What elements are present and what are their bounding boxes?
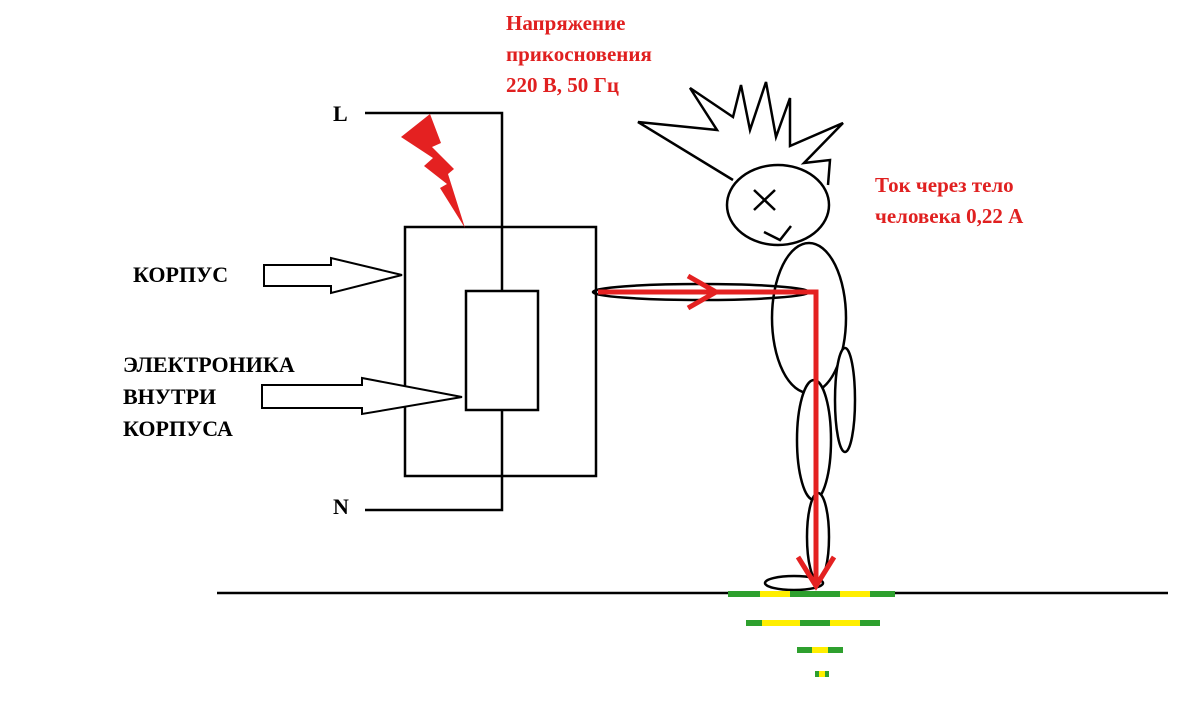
ground-symbol-icon xyxy=(728,591,895,677)
body-current-label: Ток через тело человека 0,22 А xyxy=(875,170,1023,232)
head xyxy=(725,163,831,247)
body-current-line-2: человека 0,22 А xyxy=(875,204,1024,228)
electronics-label-line-3: КОРПУСА xyxy=(123,416,233,441)
housing-box xyxy=(403,225,598,478)
body-current-line-1: Ток через тело xyxy=(875,173,1014,197)
neutral-label: N xyxy=(333,494,349,519)
electronics-label-line-2: ВНУТРИ xyxy=(123,384,217,409)
x-eye-stroke xyxy=(753,189,776,211)
back-arm xyxy=(833,346,857,454)
touch-voltage-line-2: прикосновения xyxy=(506,42,652,66)
touch-voltage-line-3: 220 В, 50 Гц xyxy=(506,73,619,97)
ground-arrow-icon xyxy=(795,555,837,591)
electronics-label: ЭЛЕКТРОНИКА ВНУТРИ КОРПУСА xyxy=(123,349,295,445)
hair-spikes xyxy=(637,81,844,186)
mouth xyxy=(763,225,792,242)
neutral-wire xyxy=(365,410,504,512)
lightning-bolt-icon xyxy=(401,114,465,228)
housing-label: КОРПУС xyxy=(133,262,229,287)
housing-arrow xyxy=(263,256,403,295)
electronics-label-line-1: ЭЛЕКТРОНИКА xyxy=(123,352,295,377)
arrow-icon xyxy=(686,273,722,311)
internal-load xyxy=(464,289,540,412)
torso xyxy=(770,241,848,395)
phase-wire xyxy=(365,111,504,292)
touch-voltage-line-1: Напряжение xyxy=(506,11,626,35)
electronics-arrow xyxy=(261,376,463,416)
touch-voltage-label: Напряжение прикосновения 220 В, 50 Гц xyxy=(506,8,652,101)
current-path xyxy=(598,289,819,582)
foot xyxy=(763,574,825,592)
phase-label: L xyxy=(333,101,348,126)
